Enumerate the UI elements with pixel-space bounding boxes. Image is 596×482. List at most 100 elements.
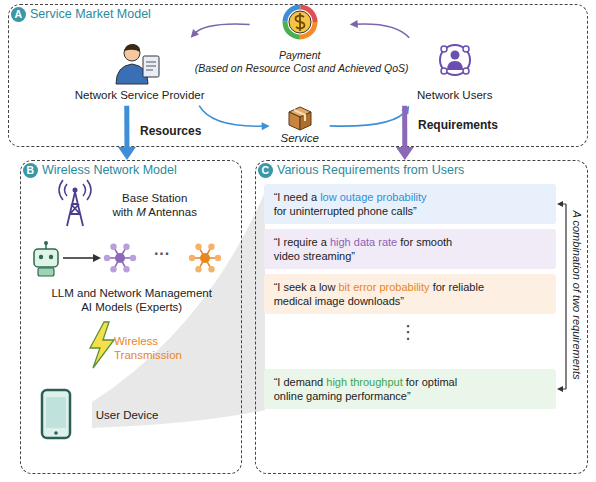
text-run: B xyxy=(26,164,34,176)
arrow-head xyxy=(350,20,358,28)
robot-head xyxy=(34,249,58,267)
ellipsis: ··· xyxy=(144,247,180,261)
hub-node xyxy=(208,266,214,272)
node-text: “I demand high throughput for optimal on… xyxy=(274,375,552,403)
panel-box: Various Requirements from Users C“I need … xyxy=(255,160,588,474)
model-node: LLM and Network Management AI Models (Ex… xyxy=(26,238,238,318)
lightning-bolt xyxy=(90,322,114,368)
arrow-head xyxy=(191,29,199,38)
requirement-box: “I need a low outage probability for uni… xyxy=(264,184,556,224)
connector xyxy=(199,106,270,130)
text-run: AI Models (Experts) xyxy=(81,301,182,313)
connector xyxy=(396,106,414,160)
bracket-arrow-head xyxy=(557,386,563,392)
panel-box: Wireless Network Model B Base Station with… xyxy=(20,160,242,474)
requirement-box: “I seek a low bit error probability for … xyxy=(264,274,556,314)
text-run: Service Market Model xyxy=(30,7,151,21)
robot-eye xyxy=(49,255,53,259)
text-run: “I demand xyxy=(274,376,327,388)
user-node xyxy=(441,46,447,52)
spokes xyxy=(107,247,133,270)
node-text: Various Requirements from Users xyxy=(277,163,577,178)
panel-badge: A xyxy=(11,7,26,22)
box-side xyxy=(289,112,300,130)
connector-line xyxy=(194,24,250,34)
edge-label: Requirements xyxy=(418,118,498,132)
robot-eye xyxy=(39,255,43,259)
coin-ring xyxy=(285,7,315,37)
node-text: “I need a low outage probability for uni… xyxy=(274,190,552,218)
connector-line xyxy=(199,106,265,127)
spokes xyxy=(192,247,218,270)
text-run: Wireless Network Model xyxy=(42,163,177,177)
robot-icon xyxy=(34,241,58,276)
user-body xyxy=(447,61,463,70)
text-run: video streaming” xyxy=(274,250,355,262)
node-text: Base Station with M Antennas xyxy=(95,191,215,219)
panel-box: Service Market Model A Payment (Based on R… xyxy=(8,4,588,147)
node-text: Network Service Provider xyxy=(55,88,225,102)
text-run: Service xyxy=(281,132,319,144)
text-run: with xyxy=(112,206,136,218)
hub-node xyxy=(195,266,201,272)
text-run: LLM and Network Management xyxy=(51,287,211,299)
connector-line xyxy=(330,110,407,126)
robot-body xyxy=(38,268,54,276)
hub-node xyxy=(110,244,116,250)
actor-node: Network Service Provider xyxy=(55,38,225,106)
text-run: A xyxy=(14,8,22,20)
node-text: B xyxy=(23,163,38,178)
device-node: User Device xyxy=(38,385,178,445)
user-node xyxy=(441,68,447,74)
hub-node xyxy=(123,244,129,250)
actor-node: Network Users xyxy=(390,38,520,106)
box-tape xyxy=(294,110,305,121)
radio-waves xyxy=(59,180,91,200)
expert-model-icon xyxy=(189,244,221,273)
arrow-head xyxy=(93,254,101,262)
phone-screen xyxy=(46,397,66,428)
bracket-line xyxy=(561,204,566,389)
phone-icon xyxy=(42,390,70,438)
text-run: for smooth xyxy=(397,236,452,248)
user-node xyxy=(463,46,469,52)
payment-icon xyxy=(285,7,315,37)
text-run: Payment xyxy=(279,49,320,61)
node-text: Service xyxy=(270,131,330,145)
connector-line xyxy=(124,106,129,153)
tower xyxy=(67,192,83,226)
hub-node xyxy=(208,244,214,250)
text-run: bit error probability xyxy=(339,281,430,293)
connector-line xyxy=(354,24,409,38)
package-icon xyxy=(289,107,311,130)
text-run: “I require a xyxy=(274,236,330,248)
users-ring xyxy=(440,45,470,75)
combination-bracket xyxy=(557,201,566,392)
bracket-label: A combination of two requirements xyxy=(569,195,585,395)
hub-node xyxy=(123,266,129,272)
connector xyxy=(118,106,136,160)
text-run: Various Requirements from Users xyxy=(277,163,464,177)
hub xyxy=(200,253,210,263)
text-run: online gaming performance” xyxy=(274,390,411,402)
connector xyxy=(330,106,410,126)
transmission-label: Wireless Transmission xyxy=(114,334,194,362)
hub-node xyxy=(195,244,201,250)
phone-button xyxy=(54,431,58,435)
node-text: Payment (Based on Resource Cost and Achi… xyxy=(195,49,405,75)
text-run: high data rate xyxy=(330,236,397,248)
requirement-box: “I demand high throughput for optimal on… xyxy=(264,369,556,409)
node-text: Service Market Model xyxy=(30,7,330,22)
connector xyxy=(350,20,410,38)
node-text: “I require a high data rate for smooth v… xyxy=(274,235,552,263)
base-station-icon xyxy=(59,180,91,226)
coin xyxy=(289,11,311,33)
node-text: C xyxy=(258,163,273,178)
users-icon xyxy=(440,45,470,75)
robot-antenna-tip xyxy=(44,241,48,245)
text-run: for optimal xyxy=(403,376,457,388)
node-text: Wireless Network Model xyxy=(42,163,242,178)
arrow-line xyxy=(63,257,95,259)
